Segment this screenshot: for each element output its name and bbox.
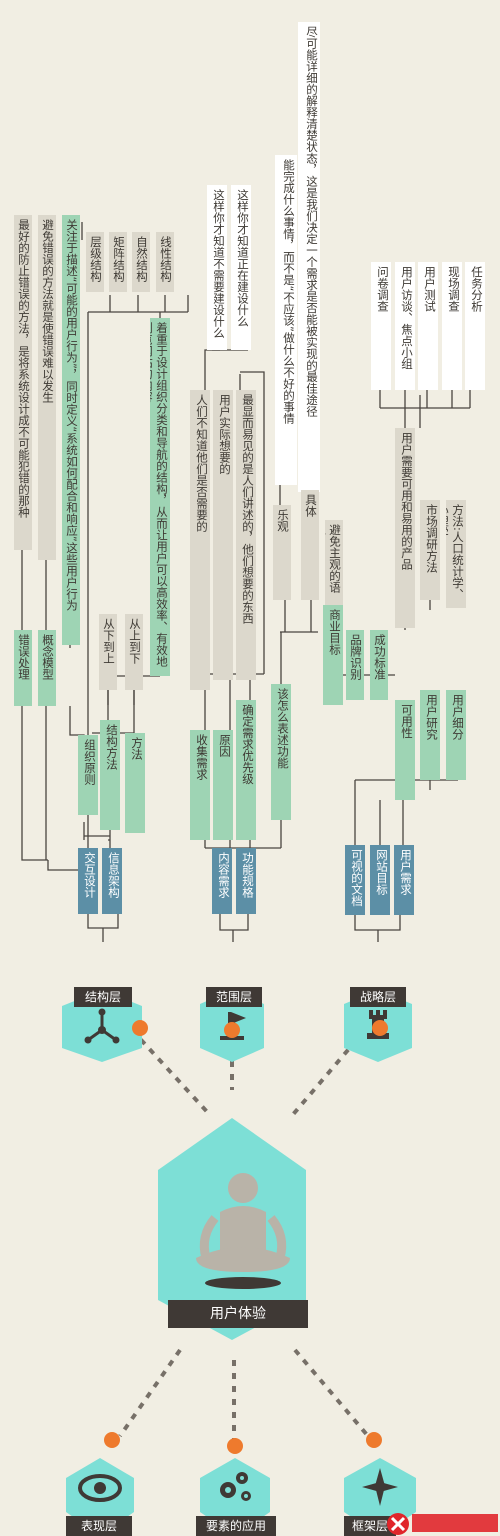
- actual-want-desc: 用户实际想要的: [213, 390, 233, 680]
- best-way-desc: 尽可能详细的解释清楚状态，这是我们决定一个需求是否能被实现的最佳途径: [298, 22, 320, 492]
- hierarchy-structure: 层级结构: [86, 232, 104, 292]
- site-goal: 网站目标: [370, 845, 390, 915]
- usable-product-desc: 用户需要可用和易用的产品: [395, 428, 415, 628]
- obvious-desc: 最显而易见的是人们讲述的，他们想要的东西: [236, 390, 256, 680]
- reason: 原因: [213, 730, 233, 840]
- capabilities-desc: 能完成什么事情，而不是“不应该”做什么不好的事情: [275, 155, 297, 485]
- linear-structure: 线性结构: [156, 232, 174, 292]
- interaction-design: 交互设计: [78, 848, 98, 914]
- surface-plane-label: 表现层: [66, 1516, 132, 1536]
- meditation-icon: [196, 1173, 290, 1272]
- field-research: 现场调查: [442, 262, 462, 390]
- content-requirements: 内容需求: [212, 848, 232, 914]
- concept-model: 概念模型: [38, 630, 56, 706]
- org-principle: 组织原则: [78, 735, 98, 815]
- user-experience-label: 用户体验: [168, 1300, 308, 1328]
- scope-plane-label: 范围层: [206, 987, 262, 1007]
- error-handling: 错误处理: [14, 630, 32, 706]
- market-research: 市场调研方法: [420, 500, 440, 600]
- user-segmentation: 用户细分: [446, 690, 466, 780]
- visual-document: 可视的文档: [345, 845, 365, 915]
- method: 方法: [125, 733, 145, 833]
- function-spec: 功能规格: [236, 848, 256, 914]
- strategy-node: [372, 1020, 388, 1036]
- skeleton-node: [366, 1432, 382, 1448]
- navigation-focus-desc: 着重于设计组织分类和导航的结构，从而让用户可以高效率、有效地浏览网站的内容: [150, 318, 170, 676]
- watermark-logo: [387, 1513, 498, 1535]
- structure-plane-label: 结构层: [74, 987, 132, 1007]
- collect-requirements: 收集需求: [190, 730, 210, 840]
- structure-node: [132, 1020, 148, 1036]
- information-architecture: 信息架构: [102, 848, 122, 914]
- people-dont-know-desc: 人们不知道他们是否需要的: [190, 390, 210, 690]
- shadow-ellipse: [205, 1277, 281, 1289]
- compass-icon: [362, 1468, 398, 1506]
- user-behavior-desc: 关注于描述“可能的用户行为”，同时定义“系统如何配合和响应”这些用户行为: [62, 215, 80, 645]
- prevent-error-desc: 最好的防止错误的方法，是将系统设计成不可能犯错的那种: [14, 215, 32, 550]
- user-research: 用户研究: [420, 690, 440, 780]
- eye-icon: [78, 1474, 122, 1502]
- user-need: 用户需求: [394, 845, 414, 915]
- avoid-error-desc: 避免错误的方法就是使错误难以发生: [38, 215, 56, 560]
- struct-method: 结构方法: [100, 720, 120, 830]
- elements-node: [227, 1438, 243, 1454]
- elements-plane-label: 要素的应用: [196, 1516, 276, 1536]
- bottom-up: 从下到上: [99, 614, 117, 690]
- express-function: 该怎么表述功能: [271, 684, 291, 820]
- user-testing: 用户测试: [418, 262, 438, 390]
- survey: 问卷调查: [371, 262, 391, 390]
- specific: 具体: [301, 490, 319, 600]
- surface-node: [104, 1432, 120, 1448]
- demographics: 方法:人口统计学、心理学: [446, 500, 466, 608]
- scope-node: [224, 1022, 240, 1038]
- priority: 确定需求优先级: [236, 700, 256, 840]
- skeleton-plane-label: 框架层: [344, 1516, 396, 1536]
- brand-identity: 品牌识别: [346, 630, 364, 700]
- strategy-plane-label: 战略层: [350, 987, 406, 1007]
- matrix-structure: 矩阵结构: [109, 232, 127, 292]
- interview-focus-group: 用户访谈、焦点小组: [395, 262, 415, 390]
- subjective-desc: 避免主观的语气: [325, 520, 343, 608]
- success-criteria: 成功标准: [370, 630, 388, 700]
- optimistic: 乐观: [273, 505, 291, 600]
- task-analysis: 任务分析: [465, 262, 485, 390]
- not-needed-desc: 这样你才知道不需要建设什么: [207, 185, 227, 350]
- building-desc: 这样你才知道正在建设什么: [231, 185, 251, 350]
- usability: 可用性: [395, 700, 415, 800]
- top-down: 从上到下: [125, 614, 143, 690]
- business-goal: 商业目标: [323, 605, 343, 705]
- natural-structure: 自然结构: [132, 232, 150, 292]
